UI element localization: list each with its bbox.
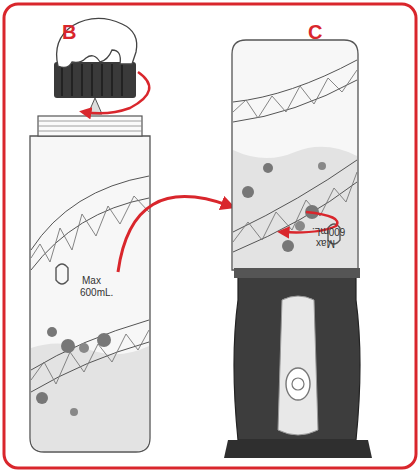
liquid <box>233 147 357 269</box>
fruit-piece <box>61 339 75 353</box>
capacity-mark: 600mL. <box>312 226 345 236</box>
hand <box>57 18 137 67</box>
capacity-mark: Max <box>82 276 101 286</box>
lattice-edge <box>31 176 149 270</box>
fruit-piece <box>295 221 305 231</box>
fruit-piece <box>242 186 254 198</box>
button-ring <box>292 378 304 390</box>
bottle-thread <box>38 116 142 136</box>
cap-ridges <box>62 64 122 96</box>
lattice <box>233 172 357 242</box>
base-collar <box>234 268 360 278</box>
thread-lines <box>38 121 142 131</box>
fruit-piece <box>318 162 326 170</box>
capacity-mark: Max <box>316 238 335 248</box>
motor-base <box>234 270 360 440</box>
fruit-piece <box>97 333 111 347</box>
bottle-body <box>232 40 358 270</box>
bottle-body <box>30 136 150 452</box>
fruit-piece <box>47 327 57 337</box>
bottle-grip <box>56 264 68 284</box>
twist-arrow <box>84 72 149 113</box>
capacity-mark: 600mL. <box>80 288 113 298</box>
fruit-piece <box>263 163 273 173</box>
lattice-edge <box>233 160 357 252</box>
transfer-arrow <box>118 197 230 272</box>
base-foot <box>224 440 372 458</box>
lattice <box>233 70 357 118</box>
fruit-piece <box>79 343 89 353</box>
fruit-piece <box>70 408 78 416</box>
frame <box>4 4 416 468</box>
power-button <box>286 368 310 400</box>
front-panel <box>278 296 318 435</box>
step-letter: B <box>62 22 76 42</box>
lattice <box>31 330 149 384</box>
fruit-piece <box>36 392 48 404</box>
step-letter: C <box>308 22 322 42</box>
lattice-edge <box>31 320 149 392</box>
lattice-edge <box>233 60 357 122</box>
fruit-piece <box>282 240 294 252</box>
